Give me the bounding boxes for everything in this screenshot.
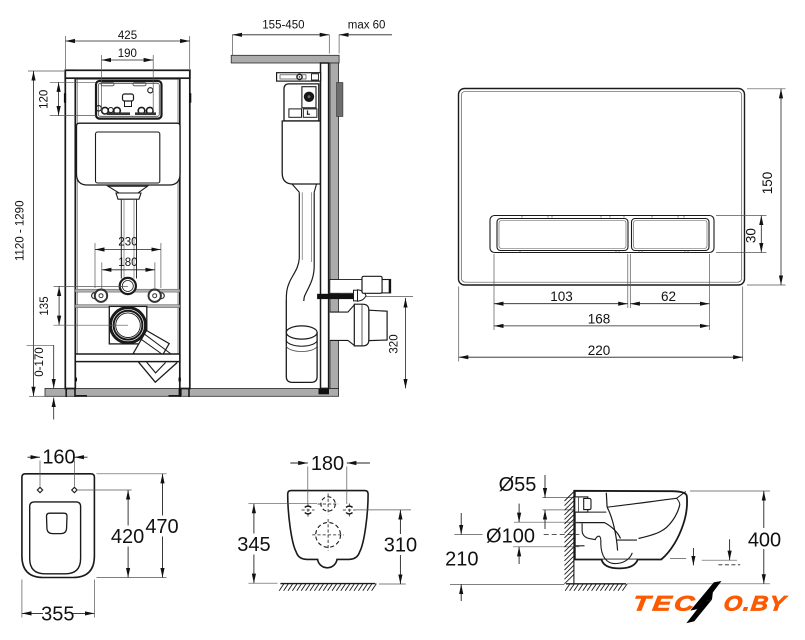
svg-text:Ø55: Ø55	[499, 474, 537, 496]
svg-text:220: 220	[588, 343, 611, 358]
svg-text:320: 320	[389, 334, 401, 353]
svg-text:TEC: TEC	[631, 593, 698, 616]
svg-text:345: 345	[237, 534, 270, 556]
svg-text:155-450: 155-450	[262, 20, 304, 32]
svg-text:168: 168	[588, 312, 611, 327]
svg-text:160: 160	[42, 447, 75, 469]
svg-text:103: 103	[550, 289, 573, 304]
svg-text:135: 135	[39, 296, 51, 315]
svg-text:210: 210	[445, 549, 478, 571]
svg-text:180: 180	[118, 257, 137, 269]
svg-text:0-170: 0-170	[34, 347, 46, 376]
svg-text:470: 470	[145, 516, 178, 538]
svg-text:30: 30	[744, 228, 759, 243]
svg-text:425: 425	[118, 30, 137, 42]
svg-text:190: 190	[118, 48, 137, 60]
svg-text:400: 400	[748, 529, 781, 551]
svg-text:120: 120	[39, 90, 51, 109]
svg-text:Ø100: Ø100	[486, 526, 535, 548]
svg-text:max 60: max 60	[348, 20, 386, 32]
svg-text:150: 150	[760, 172, 775, 195]
svg-text:O.BY: O.BY	[722, 592, 788, 615]
svg-text:230: 230	[118, 237, 137, 249]
svg-text:420: 420	[111, 526, 144, 548]
svg-text:355: 355	[41, 604, 74, 626]
svg-text:62: 62	[661, 289, 676, 304]
svg-text:310: 310	[384, 535, 417, 557]
svg-text:1120 - 1290: 1120 - 1290	[14, 201, 26, 262]
svg-text:180: 180	[311, 453, 344, 475]
